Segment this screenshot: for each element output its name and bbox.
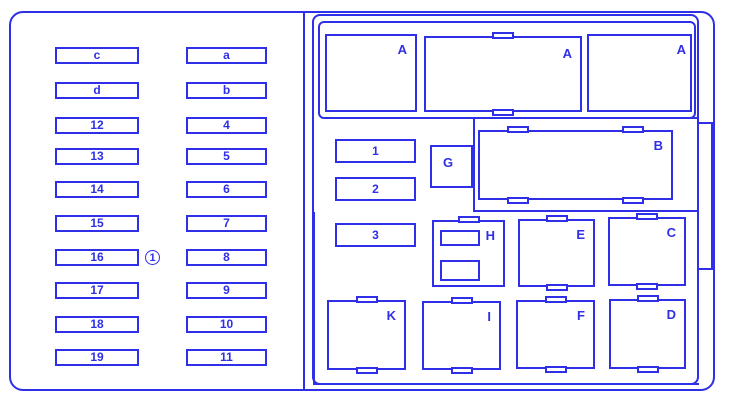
- fuse-d[interactable]: d: [55, 82, 139, 99]
- fuse-8[interactable]: 8: [186, 249, 267, 266]
- lower-relay-frame: [313, 212, 699, 385]
- fuse-5[interactable]: 5: [186, 148, 267, 165]
- fuse-18[interactable]: 18: [55, 316, 139, 333]
- fuse-a[interactable]: a: [186, 47, 267, 64]
- fuse-6[interactable]: 6: [186, 181, 267, 198]
- relay-i[interactable]: I: [422, 297, 501, 374]
- relay-b[interactable]: B: [478, 126, 673, 204]
- relay-h-slot: [440, 230, 480, 246]
- fuse-2[interactable]: 2: [335, 177, 416, 201]
- relay-d[interactable]: D: [609, 295, 686, 373]
- fuse-15[interactable]: 15: [55, 215, 139, 232]
- fuse-7[interactable]: 7: [186, 215, 267, 232]
- fuse-c[interactable]: c: [55, 47, 139, 64]
- fuse-16[interactable]: 16: [55, 249, 139, 266]
- fuse-14[interactable]: 14: [55, 181, 139, 198]
- relay-h-slot: [440, 260, 480, 281]
- relay-a-1[interactable]: A: [325, 34, 417, 112]
- relay-k[interactable]: K: [327, 296, 406, 374]
- right-edge-bracket: [697, 122, 713, 270]
- fuse-4[interactable]: 4: [186, 117, 267, 134]
- fuse-17[interactable]: 17: [55, 282, 139, 299]
- fuse-1[interactable]: 1: [335, 139, 416, 163]
- fuse-10[interactable]: 10: [186, 316, 267, 333]
- relay-h[interactable]: H: [432, 216, 505, 287]
- fuse-box-outline: [9, 11, 715, 391]
- relay-g[interactable]: G: [430, 145, 473, 188]
- fuse-19[interactable]: 19: [55, 349, 139, 366]
- fuse-13[interactable]: 13: [55, 148, 139, 165]
- marker-circled-number: 1: [145, 250, 160, 265]
- relay-b-frame: [473, 117, 699, 212]
- relay-a-3[interactable]: A: [587, 34, 692, 112]
- left-panel-divider: [303, 11, 305, 391]
- relay-e[interactable]: E: [518, 215, 595, 291]
- fuse-3[interactable]: 3: [335, 223, 416, 247]
- relay-f[interactable]: F: [516, 296, 595, 373]
- relay-a-2[interactable]: A: [424, 32, 582, 116]
- relay-c[interactable]: C: [608, 213, 686, 290]
- fuse-12[interactable]: 12: [55, 117, 139, 134]
- fuse-9[interactable]: 9: [186, 282, 267, 299]
- fuse-b[interactable]: b: [186, 82, 267, 99]
- fuse-11[interactable]: 11: [186, 349, 267, 366]
